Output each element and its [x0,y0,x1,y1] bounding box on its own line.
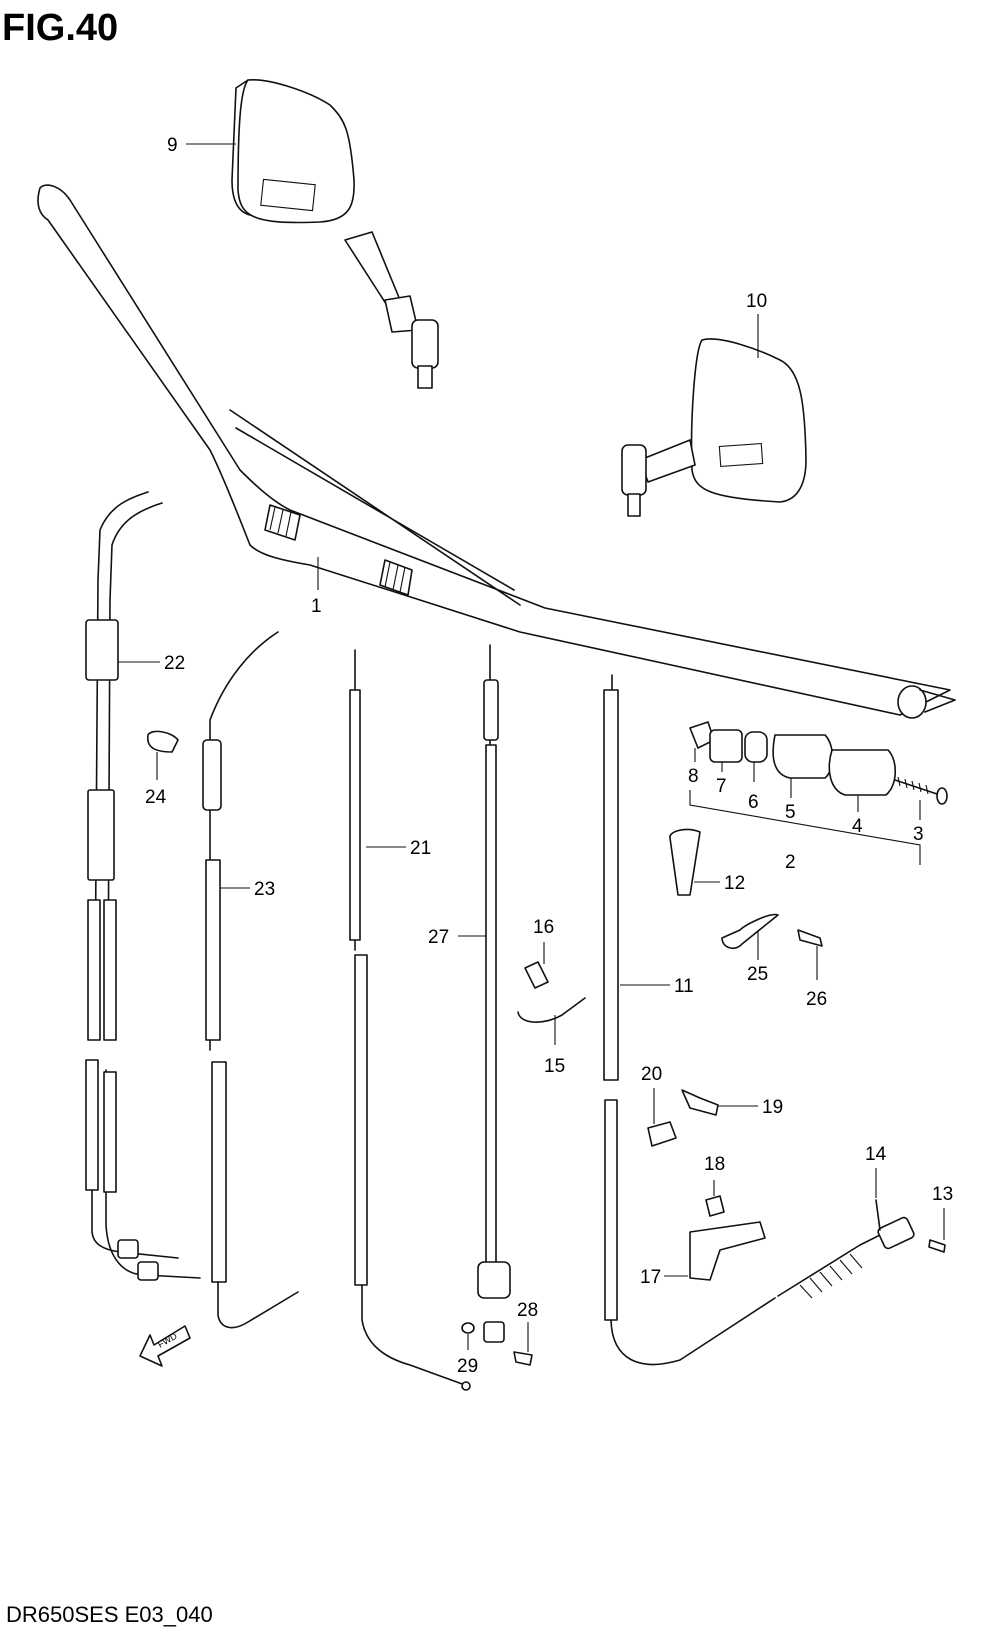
bar-end-assembly [689,721,948,865]
callout-20: 20 [641,1064,662,1085]
clip-29 [461,1322,475,1334]
callout-13: 13 [932,1184,953,1205]
callout-8: 8 [688,766,699,787]
callout-26: 26 [806,989,827,1010]
callout-10: 10 [746,291,767,312]
fwd-arrow: FWD [139,1325,191,1367]
callout-25: 25 [747,964,768,985]
callout-23: 23 [254,879,275,900]
knurl-right [379,559,413,596]
bracket-17 [689,1221,766,1281]
callout-9: 9 [167,135,178,156]
callout-18: 18 [704,1154,725,1175]
callout-12: 12 [724,873,745,894]
grip-12 [669,828,701,896]
callout-3: 3 [913,824,924,845]
callout-29: 29 [457,1356,478,1377]
handlebar [37,184,956,719]
bolt-18 [705,1195,725,1217]
callouts: 1 2 3 4 5 6 7 8 9 10 11 12 13 14 15 16 1… [118,135,953,1377]
mirror-right [621,338,807,517]
figure-title: FIG.40 [2,7,118,49]
callout-7: 7 [716,776,727,797]
callout-17: 17 [640,1267,661,1288]
knurl-left [264,504,301,541]
callout-11: 11 [674,976,694,997]
clamp-19 [681,1089,719,1116]
cable-27 [477,644,511,1343]
screw-28 [513,1351,533,1366]
clip-25 [721,913,779,950]
mirror-left [231,79,439,389]
callout-27: 27 [428,927,449,948]
callout-28: 28 [517,1300,538,1321]
cable-clamp-24 [147,730,179,753]
cable-23 [202,631,299,1329]
bolt-16 [524,961,549,989]
callout-22: 22 [164,653,185,674]
callout-6: 6 [748,792,759,813]
figure-footer: DR650SES E03_040 [6,1602,213,1627]
pin-13 [928,1239,946,1253]
cable-11 [603,674,915,1366]
throttle-cables [85,491,201,1281]
callout-16: 16 [533,917,554,938]
callout-5: 5 [785,802,796,823]
callout-15: 15 [544,1056,565,1077]
callout-2: 2 [785,852,796,873]
cotter-pin-14 [875,1199,881,1231]
callout-14: 14 [865,1144,887,1165]
bolt-20 [647,1121,677,1147]
callout-24: 24 [145,787,167,808]
callout-21: 21 [410,838,431,859]
callout-4: 4 [852,816,863,837]
strap-15 [517,997,586,1023]
cable-21 [349,649,471,1391]
screw-26 [797,929,823,947]
callout-19: 19 [762,1097,783,1118]
callout-1: 1 [311,596,322,617]
